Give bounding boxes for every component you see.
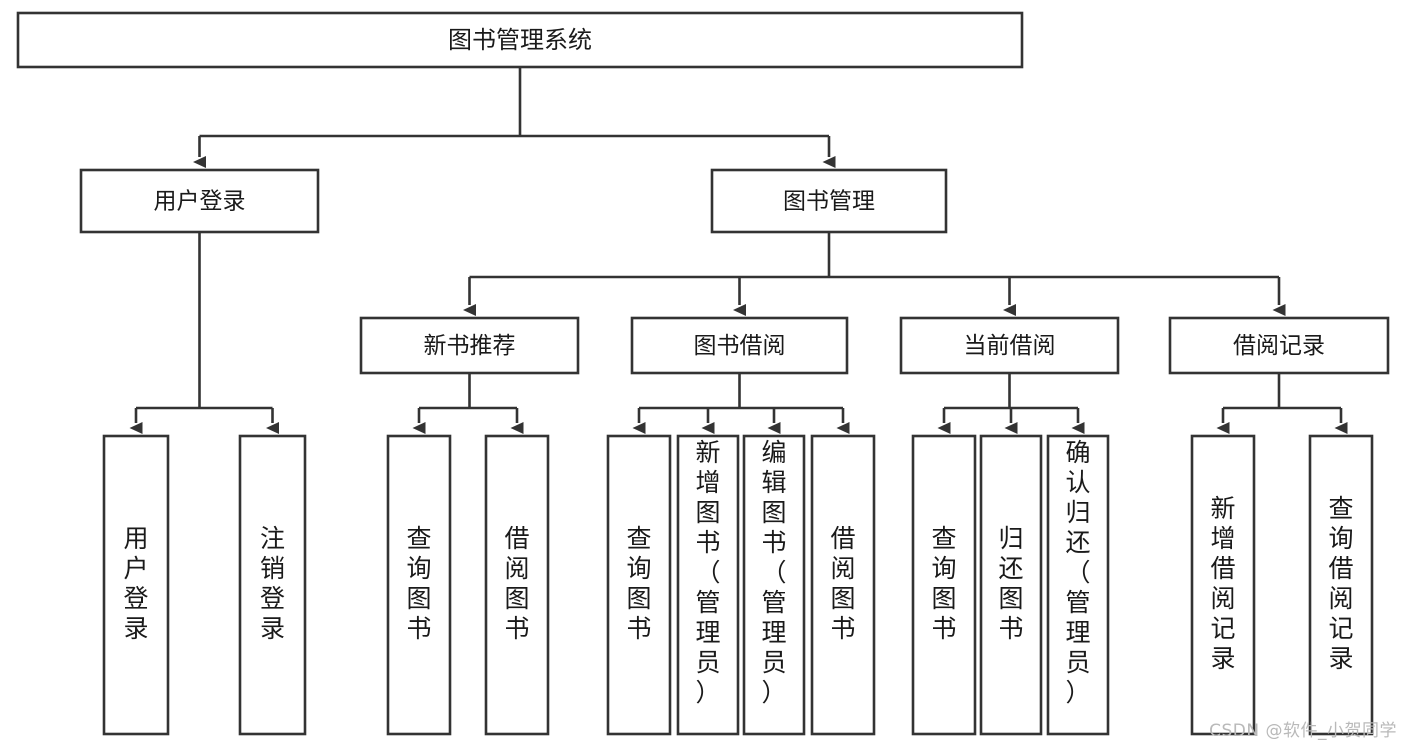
leaf-node-2[interactable]: 查询图书: [386, 434, 452, 736]
level3-node-0[interactable]: 新书推荐: [359, 316, 580, 375]
leaf-node-0[interactable]: 用户登录: [102, 434, 170, 736]
root-node-book-system-label: 图书管理系统: [448, 26, 592, 54]
leaf-node-2-rect: [386, 434, 452, 736]
level3-node-1-rect: [630, 316, 849, 375]
level2-node-1-rect: [710, 168, 948, 234]
leaf-node-7[interactable]: 借阅图书: [810, 434, 876, 736]
leaf-node-5-label: 新增图书（管理员）: [695, 438, 720, 707]
leaf-node-11[interactable]: 新增借阅记录: [1190, 434, 1256, 736]
leaf-node-6-rect: [742, 434, 806, 736]
leaf-node-10-label: 确认归还（管理员）: [1065, 438, 1090, 707]
root-node-book-system[interactable]: 图书管理系统: [16, 11, 1024, 69]
leaf-node-1-label: 注销登录: [260, 524, 285, 643]
leaf-node-9[interactable]: 归还图书: [979, 434, 1043, 736]
leaf-node-5[interactable]: 新增图书（管理员）: [676, 434, 740, 736]
leaf-node-8-rect: [911, 434, 977, 736]
root-node-book-system-rect: [16, 11, 1024, 69]
leaf-node-2-label: 查询图书: [406, 524, 431, 643]
level3-node-3[interactable]: 借阅记录: [1168, 316, 1390, 375]
level3-node-1[interactable]: 图书借阅: [630, 316, 849, 375]
leaf-node-12-rect: [1308, 434, 1374, 736]
level3-node-0-label: 新书推荐: [424, 333, 516, 359]
leaf-node-1-rect: [238, 434, 307, 736]
leaf-node-8[interactable]: 查询图书: [911, 434, 977, 736]
level2-node-1-label: 图书管理: [783, 189, 875, 215]
leaf-node-5-rect: [676, 434, 740, 736]
nodes-group: 图书管理系统用户登录图书管理新书推荐图书借阅当前借阅借阅记录用户登录注销登录查询…: [16, 11, 1390, 736]
leaf-node-7-label: 借阅图书: [830, 524, 855, 643]
leaf-node-4[interactable]: 查询图书: [606, 434, 672, 736]
level2-node-0[interactable]: 用户登录: [79, 168, 320, 234]
connector-lines-group: [129, 67, 1348, 434]
leaf-node-0-rect: [102, 434, 170, 736]
leaf-node-3[interactable]: 借阅图书: [484, 434, 550, 736]
leaf-node-11-label: 新增借阅记录: [1210, 494, 1235, 673]
leaf-node-9-label: 归还图书: [998, 524, 1023, 643]
leaf-node-12[interactable]: 查询借阅记录: [1308, 434, 1374, 736]
leaf-node-7-rect: [810, 434, 876, 736]
level2-node-0-label: 用户登录: [154, 189, 246, 215]
leaf-node-8-label: 查询图书: [931, 524, 956, 643]
level3-node-1-label: 图书借阅: [694, 333, 786, 359]
csdn-watermark: CSDN @软件_小贺同学: [1209, 721, 1397, 741]
leaf-node-4-rect: [606, 434, 672, 736]
level3-node-2[interactable]: 当前借阅: [899, 316, 1120, 375]
leaf-node-11-rect: [1190, 434, 1256, 736]
leaf-node-0-label: 用户登录: [123, 524, 148, 643]
leaf-node-6-label: 编辑图书（管理员）: [761, 438, 786, 707]
leaf-node-10-rect: [1046, 434, 1110, 736]
leaf-node-10[interactable]: 确认归还（管理员）: [1046, 434, 1110, 736]
level2-node-1[interactable]: 图书管理: [710, 168, 948, 234]
level3-node-2-label: 当前借阅: [964, 333, 1056, 359]
leaf-node-6[interactable]: 编辑图书（管理员）: [742, 434, 806, 736]
level3-node-3-label: 借阅记录: [1233, 333, 1325, 359]
level3-node-3-rect: [1168, 316, 1390, 375]
leaf-node-12-label: 查询借阅记录: [1328, 494, 1353, 673]
leaf-node-3-label: 借阅图书: [504, 524, 529, 643]
leaf-node-1[interactable]: 注销登录: [238, 434, 307, 736]
level2-node-0-rect: [79, 168, 320, 234]
leaf-node-4-label: 查询图书: [626, 524, 651, 643]
leaf-node-9-rect: [979, 434, 1043, 736]
level3-node-0-rect: [359, 316, 580, 375]
level3-node-2-rect: [899, 316, 1120, 375]
leaf-node-3-rect: [484, 434, 550, 736]
